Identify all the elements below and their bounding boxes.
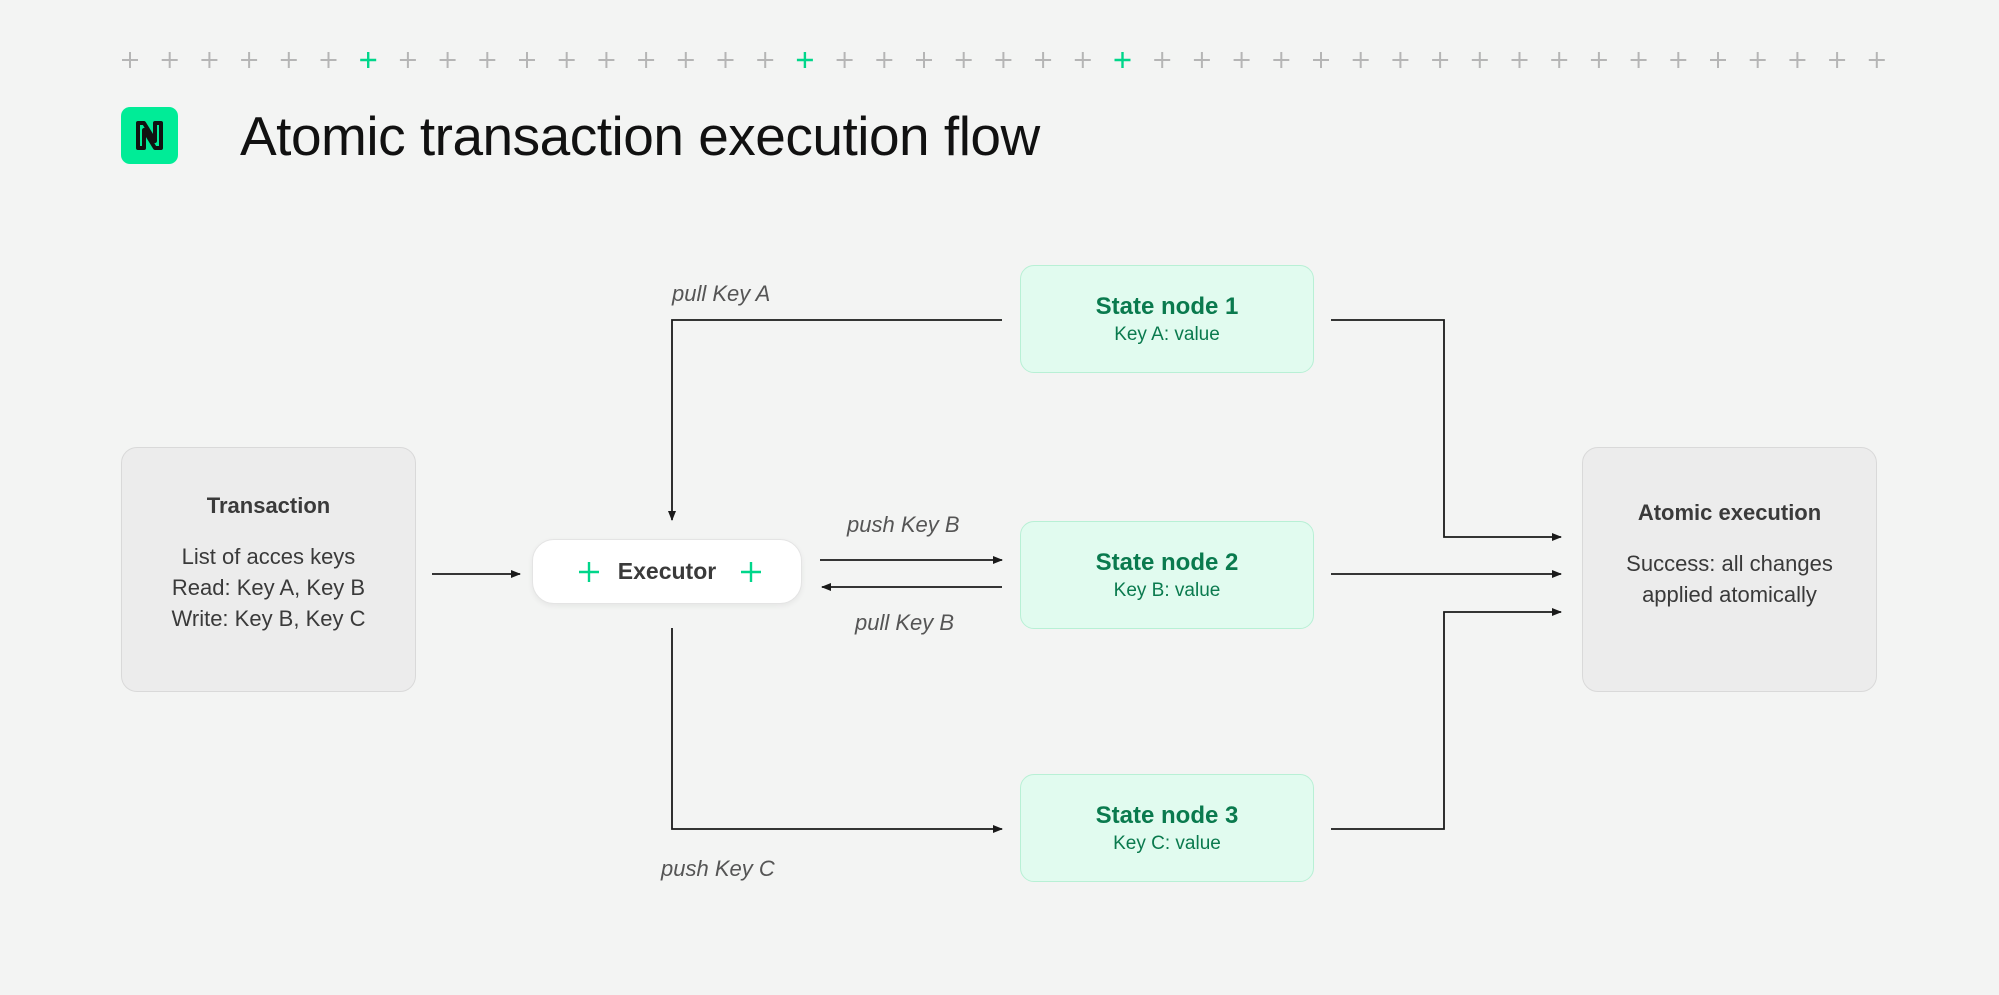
- decorative-plus-icon: [1710, 52, 1726, 68]
- atomic-execution-line-1: Success: all changes: [1626, 551, 1833, 576]
- state-node-1: State node 1 Key A: value: [1020, 265, 1314, 373]
- decorative-plus-icon: [1114, 52, 1131, 68]
- decorative-plus-icon: [280, 52, 297, 68]
- decorative-plus-icon: [1789, 52, 1806, 68]
- decorative-plus-icon: [1273, 52, 1290, 68]
- edge-label-pull-key-a: pull Key A: [672, 281, 771, 306]
- decorative-plus-icon: [836, 52, 853, 68]
- decorative-plus-icon: [519, 52, 535, 68]
- decorative-plus-icon: [916, 52, 932, 68]
- atomic-execution-title: Atomic execution: [1637, 500, 1822, 525]
- transaction-node: Transaction List of acces keys Read: Key…: [121, 447, 416, 692]
- arrow-state3-to-atomic: [1331, 608, 1562, 830]
- decorative-plus-icon: [638, 52, 655, 68]
- decorative-plus-icon: [1154, 52, 1171, 68]
- executor-node: Executor: [532, 539, 802, 604]
- decorative-plus-icon: [796, 52, 813, 68]
- executor-label: Executor: [617, 558, 717, 584]
- atomic-execution-node: Atomic execution Success: all changes ap…: [1582, 447, 1877, 692]
- decorative-plus-icon: [1193, 52, 1210, 68]
- decorative-plus-icon: [1432, 52, 1449, 68]
- decorative-plus-icon: [1829, 52, 1846, 68]
- decorative-plus-icon: [1035, 52, 1052, 68]
- decorative-plus-icon: [1471, 52, 1488, 68]
- decorative-plus-icon: [1313, 52, 1329, 68]
- transaction-line-1: List of acces keys: [181, 544, 356, 569]
- decorative-plus-icon: [1749, 52, 1766, 68]
- decorative-plus-icon: [1392, 52, 1409, 68]
- decorative-plus-icon: [1551, 52, 1568, 68]
- decorative-plus-icon: [1630, 52, 1647, 68]
- transaction-line-3: Write: Key B, Key C: [171, 606, 366, 631]
- decorative-plus-icon: [439, 52, 456, 68]
- transaction-title: Transaction: [206, 493, 331, 518]
- decorative-plus-icon: [598, 52, 615, 68]
- decorative-plus-icon: [201, 52, 218, 68]
- transaction-line-2: Read: Key A, Key B: [171, 575, 366, 600]
- decorative-plus-icon: [1511, 52, 1528, 68]
- decorative-cross-row: [122, 52, 1885, 68]
- atomic-execution-line-2: applied atomically: [1642, 582, 1817, 607]
- decorative-plus-icon: [1670, 52, 1687, 68]
- decorative-plus-icon: [399, 52, 416, 68]
- decorative-plus-icon: [558, 52, 575, 68]
- decorative-plus-icon: [1868, 52, 1885, 68]
- state-node-2-value: Key B: value: [1113, 580, 1221, 601]
- decorative-plus-icon: [161, 52, 178, 68]
- decorative-plus-icon: [241, 52, 258, 68]
- arrow-pull-key-a: [668, 319, 1002, 521]
- decorative-plus-icon: [1352, 52, 1369, 68]
- decorative-plus-icon: [955, 52, 972, 68]
- plus-icon: [579, 562, 599, 582]
- state-node-3-title: State node 3: [1095, 802, 1239, 829]
- state-node-1-value: Key A: value: [1114, 324, 1220, 345]
- decorative-plus-icon: [995, 52, 1012, 68]
- decorative-plus-icon: [876, 52, 893, 68]
- state-node-2: State node 2 Key B: value: [1020, 521, 1314, 629]
- state-node-1-title: State node 1: [1095, 293, 1239, 320]
- edge-label-push-key-b: push Key B: [847, 512, 960, 537]
- decorative-plus-icon: [1590, 52, 1607, 68]
- state-node-3-value: Key C: value: [1113, 833, 1221, 854]
- decorative-plus-icon: [479, 52, 496, 68]
- near-logo-icon: [121, 107, 178, 164]
- decorative-plus-icon: [677, 52, 694, 68]
- edge-label-pull-key-b: pull Key B: [855, 610, 955, 635]
- page-title: Atomic transaction execution flow: [240, 105, 1040, 167]
- state-node-3: State node 3 Key C: value: [1020, 774, 1314, 882]
- decorative-plus-icon: [360, 52, 377, 68]
- decorative-plus-icon: [1074, 52, 1091, 68]
- state-node-2-title: State node 2: [1095, 549, 1239, 576]
- arrow-state1-to-atomic: [1331, 319, 1562, 541]
- decorative-plus-icon: [717, 52, 734, 68]
- plus-icon: [741, 562, 761, 582]
- decorative-plus-icon: [320, 52, 337, 68]
- decorative-plus-icon: [122, 52, 138, 68]
- decorative-plus-icon: [1233, 52, 1250, 68]
- edge-label-push-key-c: push Key C: [661, 856, 775, 881]
- arrow-push-key-c: [671, 628, 1003, 833]
- decorative-plus-icon: [757, 52, 774, 68]
